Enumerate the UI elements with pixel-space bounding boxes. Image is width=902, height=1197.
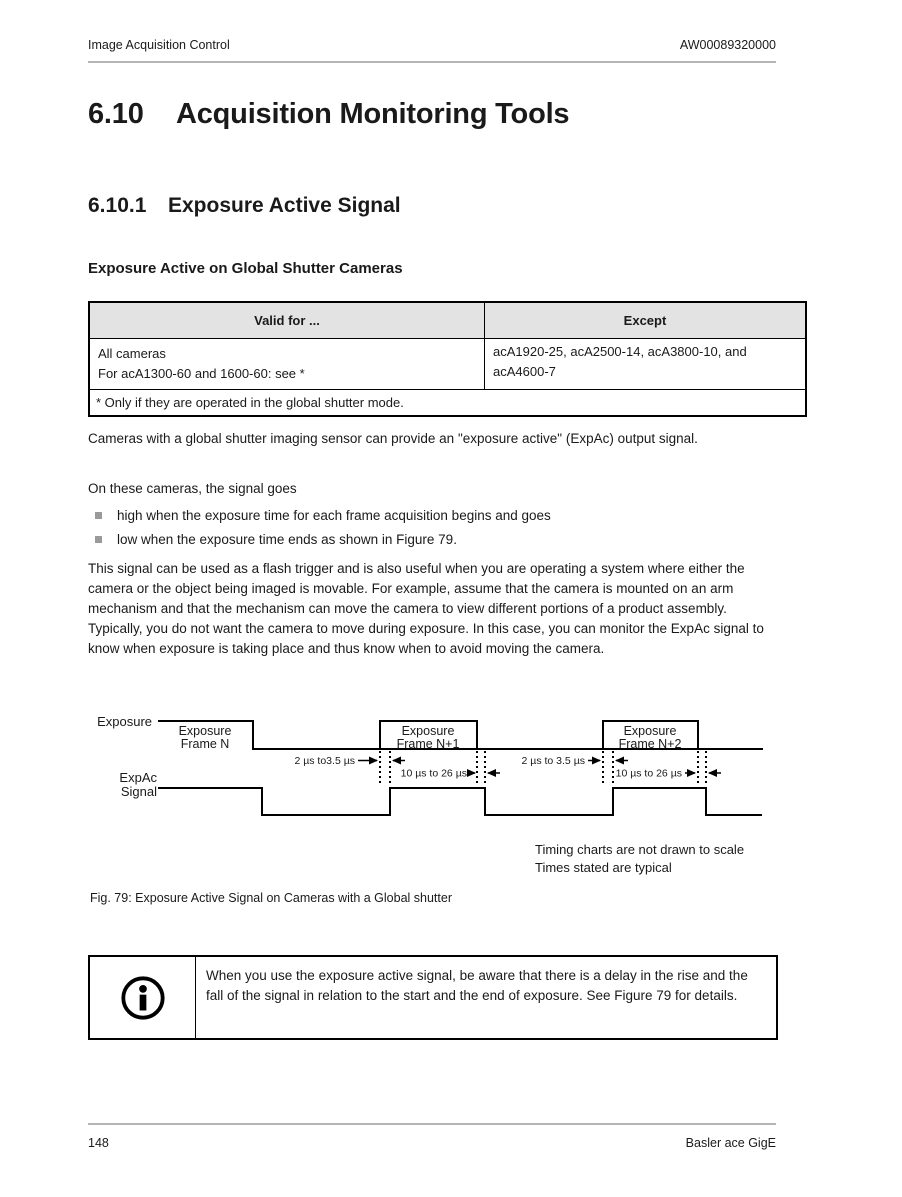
header-chapter-title: Image Acquisition Control	[88, 38, 230, 52]
validity-table: Valid for ... Except All cameras For acA…	[88, 301, 807, 417]
table-footnote-row: * Only if they are operated in the globa…	[88, 389, 807, 417]
figure-caption: Fig. 79: Exposure Active Signal on Camer…	[90, 891, 452, 905]
info-note-box: When you use the exposure active signal,…	[88, 955, 778, 1040]
list-item: low when the exposure time ends as shown…	[88, 530, 780, 550]
except-header: Except	[484, 301, 807, 339]
frame-n-label-line2: Frame N	[181, 737, 230, 751]
info-icon-cell	[90, 957, 196, 1038]
table-header-row: Valid for ... Except	[88, 301, 807, 339]
figure-note-line1: Timing charts are not drawn to scale	[535, 842, 745, 857]
footer-product-name: Basler ace GigE	[685, 1136, 776, 1150]
header-rule	[88, 61, 776, 63]
exposure-waveform	[158, 720, 763, 750]
footer-page-number: 148	[88, 1136, 109, 1150]
list-item: high when the exposure time for each fra…	[88, 506, 780, 526]
frame-n1-label-line1: Exposure	[402, 724, 455, 738]
paragraph-intro: Cameras with a global shutter imaging se…	[88, 431, 698, 446]
bullet-text-low: low when the exposure time ends as shown…	[117, 532, 457, 547]
footer-rule	[88, 1123, 776, 1125]
subsection-heading: 6.10.1 Exposure Active Signal	[88, 193, 401, 218]
frame-n-label-line1: Exposure	[179, 724, 232, 738]
figure-note-line2: Times stated are typical	[535, 859, 672, 875]
table-row: All cameras For acA1300-60 and 1600-60: …	[88, 338, 807, 390]
rise-delay-annotation: 2 µs to 3.5 µs	[522, 755, 585, 767]
valid-for-header: Valid for ...	[88, 301, 485, 339]
expac-signal-label-line2: Signal	[121, 784, 157, 799]
subheading: Exposure Active on Global Shutter Camera…	[88, 260, 403, 277]
info-icon	[120, 975, 165, 1020]
exposure-signal-label: Exposure	[97, 714, 152, 729]
frame-n2-label-line2: Frame N+2	[619, 737, 682, 751]
subsection-title: Exposure Active Signal	[168, 194, 401, 217]
table-footnote: * Only if they are operated in the globa…	[88, 389, 807, 417]
valid-for-cell: All cameras For acA1300-60 and 1600-60: …	[88, 338, 485, 390]
fall-delay-annotation: 10 µs to 26 µs	[616, 768, 682, 780]
frame-n2-label-line1: Exposure	[624, 724, 677, 738]
timing-diagram: Exposure ExpAc Signal Exposure Frame N E…	[97, 714, 763, 816]
section-heading: 6.10 Acquisition Monitoring Tools	[88, 98, 570, 131]
bullet-list: high when the exposure time for each fra…	[88, 506, 780, 554]
valid-for-line1: All cameras	[98, 346, 166, 361]
frame-n1-label-line2: Frame N+1	[397, 737, 460, 751]
section-number: 6.10	[88, 98, 144, 130]
section-title: Acquisition Monitoring Tools	[176, 98, 570, 130]
figure-note: Timing charts are not drawn to scale Tim…	[535, 841, 744, 876]
bullet-square-icon	[95, 512, 102, 519]
page-footer: 148 Basler ace GigE	[88, 1136, 776, 1151]
subsection-number: 6.10.1	[88, 194, 147, 217]
valid-for-line2: For acA1300-60 and 1600-60: see *	[98, 366, 305, 381]
expac-signal-label-line1: ExpAc	[119, 770, 157, 785]
rise-delay-annotation: 2 µs to3.5 µs	[294, 755, 355, 767]
page-header: Image Acquisition Control AW00089320000	[88, 38, 776, 53]
except-cell: acA1920-25, acA2500-14, acA3800-10, and …	[484, 338, 807, 390]
header-document-number: AW00089320000	[679, 38, 776, 52]
bullet-square-icon	[95, 536, 102, 543]
expac-waveform	[158, 787, 762, 816]
bullet-text-high: high when the exposure time for each fra…	[117, 508, 551, 523]
fall-delay-annotation: 10 µs to 26 µs	[401, 768, 467, 780]
info-note-text: When you use the exposure active signal,…	[206, 968, 748, 1003]
paragraph-flash-trigger: This signal can be used as a flash trigg…	[88, 561, 764, 656]
paragraph-signal-goes: On these cameras, the signal goes	[88, 481, 297, 496]
